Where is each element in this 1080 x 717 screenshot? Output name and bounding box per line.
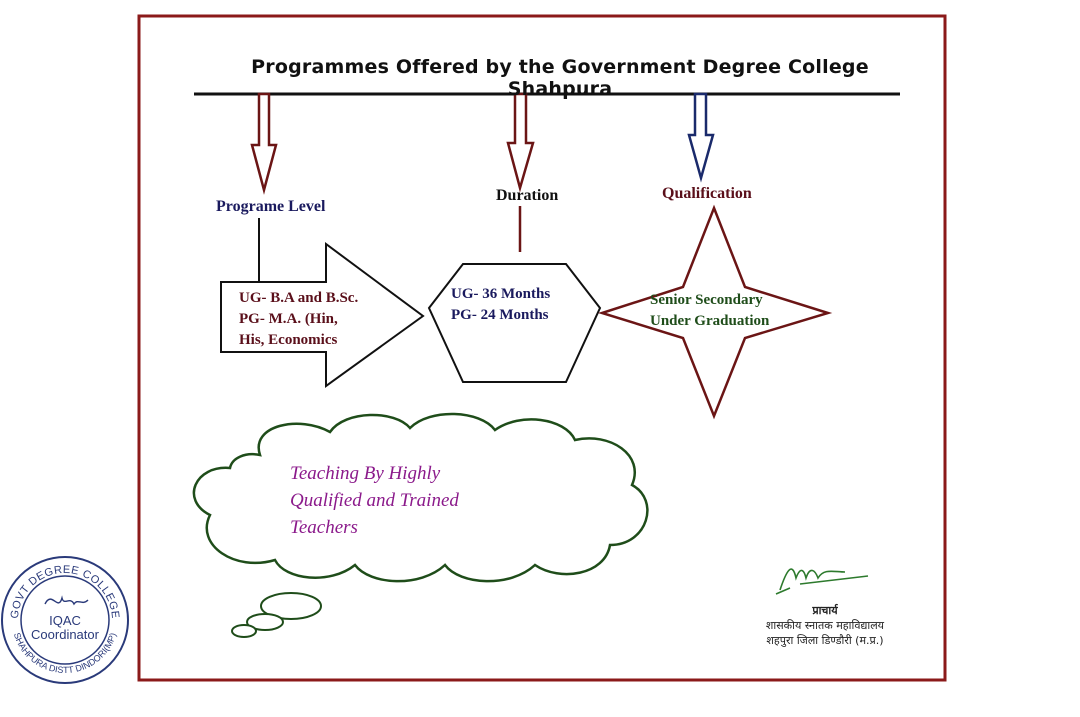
seal-center-line-2: Coordinator — [31, 627, 99, 642]
duration-label: Duration — [496, 187, 559, 204]
cloud-line-1: Teaching By Highly — [290, 463, 441, 484]
seal-center: IQAC Coordinator — [15, 614, 115, 642]
outer-frame — [137, 14, 947, 682]
duration-hexagon — [427, 263, 602, 383]
thought-bubble-small — [231, 624, 257, 638]
duration-line-1: UG- 36 Months — [451, 286, 551, 302]
level-box-text: UG- B.A and B.Sc. PG- M.A. (Hin, His, Ec… — [239, 288, 358, 351]
diagram-title: Programmes Offered by the Government Deg… — [251, 56, 869, 100]
level-line-3: His, Economics — [239, 332, 338, 348]
principal-signature — [775, 568, 869, 595]
qualification-star — [597, 204, 833, 420]
qualification-down-arrow — [687, 92, 715, 183]
signature-line-3: शहपुरा जिला डिण्डौरी (म.प्र.) — [766, 634, 884, 647]
duration-line-2: PG- 24 Months — [451, 307, 549, 323]
thought-bubble-large — [260, 592, 322, 620]
qualification-line-2: Under Graduation — [650, 313, 770, 329]
qualification-line-1: Senior Secondary — [650, 292, 763, 308]
seal-center-line-1: IQAC — [49, 613, 81, 628]
qualification-box-text: Senior Secondary Under Graduation — [650, 290, 769, 332]
duration-box-text: UG- 36 Months PG- 24 Months — [451, 284, 550, 326]
thought-cloud — [192, 412, 649, 583]
level-line-1: UG- B.A and B.Sc. — [239, 290, 359, 306]
signature-line-2: शासकीय स्नातक महाविद्यालय — [765, 619, 885, 632]
principal-signature-block: प्राचार्य शासकीय स्नातक महाविद्यालय शहपु… — [730, 603, 920, 648]
level-down-arrow — [250, 92, 278, 195]
cloud-line-2: Qualified and Trained — [290, 490, 459, 511]
duration-down-arrow — [506, 92, 535, 193]
iqac-seal: GOVT DEGREE COLLEGE SHAHPURA DISTT DINDO… — [1, 556, 129, 684]
signature-line-1: प्राचार्य — [812, 604, 838, 617]
cloud-text: Teaching By Highly Qualified and Trained… — [290, 460, 520, 541]
cloud-line-3: Teachers — [290, 517, 358, 538]
seal-signature-scribble — [44, 595, 89, 606]
qualification-label: Qualification — [662, 185, 752, 202]
level-label: Programe Level — [216, 198, 326, 215]
level-line-2: PG- M.A. (Hin, — [239, 311, 338, 327]
thought-bubble-medium — [246, 613, 284, 631]
level-block-arrow — [220, 242, 425, 388]
